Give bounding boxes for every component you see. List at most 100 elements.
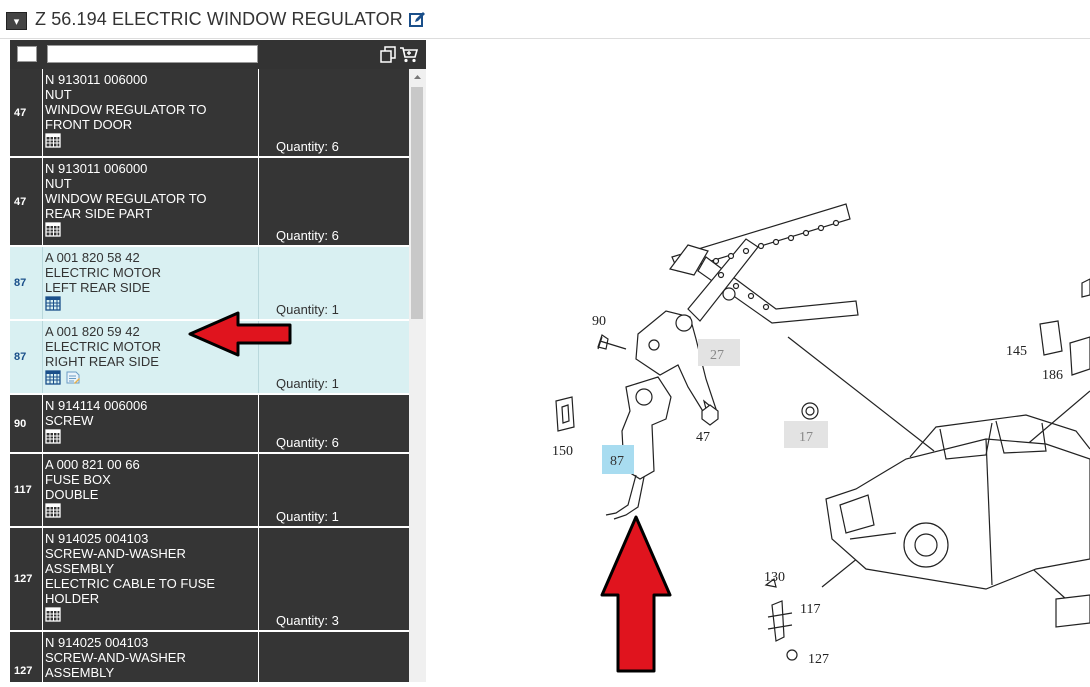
quantity-cell <box>258 632 409 682</box>
filter-input[interactable] <box>47 45 258 63</box>
position-number: 127 <box>10 632 43 682</box>
part-number[interactable]: N 913011 006000 <box>45 72 148 87</box>
callout-117[interactable]: 117 <box>800 602 820 617</box>
position-number: 87 <box>10 321 43 393</box>
description-line: SCREW <box>45 413 94 428</box>
collapse-toggle[interactable]: ▾ <box>6 12 27 30</box>
calendar-icon[interactable] <box>45 503 61 519</box>
row-icons <box>45 296 257 312</box>
row-icons <box>45 503 257 519</box>
svg-text:87: 87 <box>610 454 624 469</box>
page-header: ▾ Z 56.194 ELECTRIC WINDOW REGULATOR <box>0 0 1090 39</box>
calendar-icon[interactable] <box>45 222 61 238</box>
description-line: WINDOW REGULATOR TO <box>45 102 207 117</box>
description-line: LEFT REAR SIDE <box>45 280 151 295</box>
description-line: ELECTRIC MOTOR <box>45 265 162 280</box>
description-line: HOLDER <box>45 591 100 606</box>
callout-186[interactable]: 186 <box>1042 368 1063 383</box>
quantity-label: Quantity: 6 <box>276 228 339 243</box>
description-line: ASSEMBLY <box>45 665 115 680</box>
part-number[interactable]: A 001 820 59 42 <box>45 324 140 339</box>
exploded-diagram: 90 145 186 150 47 130 117 127 27 17 87 <box>426 39 1090 682</box>
part-number[interactable]: N 914025 004103 <box>45 531 149 546</box>
description-line: WINDOW REGULATOR TO <box>45 191 207 206</box>
row-icons <box>45 429 257 445</box>
red-arrow-up <box>600 515 672 673</box>
edit-icon[interactable] <box>409 11 426 28</box>
quantity-label: Quantity: 1 <box>276 376 339 391</box>
calendar-icon[interactable] <box>45 429 61 445</box>
scroll-thumb[interactable] <box>411 87 423 319</box>
callout-87[interactable]: 87 <box>602 445 634 474</box>
copy-icon[interactable] <box>380 46 397 63</box>
part-number[interactable]: N 913011 006000 <box>45 161 148 176</box>
scroll-up-arrow[interactable] <box>409 69 426 85</box>
scrollbar[interactable] <box>409 69 426 682</box>
description-line: FUSE BOX <box>45 472 111 487</box>
row-icons <box>45 133 257 149</box>
quantity-label: Quantity: 1 <box>276 302 339 317</box>
quantity-label: Quantity: 1 <box>276 509 339 524</box>
callout-150[interactable]: 150 <box>552 444 573 459</box>
callout-145[interactable]: 145 <box>1006 344 1027 359</box>
chevron-down-icon: ▾ <box>13 16 20 28</box>
svg-text:27: 27 <box>710 348 724 363</box>
part-number[interactable]: N 914114 006006 <box>45 398 148 413</box>
callout-47[interactable]: 47 <box>696 430 710 445</box>
description-line: NUT <box>45 87 72 102</box>
svg-text:17: 17 <box>799 430 813 445</box>
callout-27[interactable]: 27 <box>698 339 740 366</box>
parts-toolbar <box>10 40 426 68</box>
callout-17[interactable]: 17 <box>784 421 828 448</box>
quantity-label: Quantity: 6 <box>276 435 339 450</box>
note-icon[interactable] <box>65 370 81 386</box>
cart-icon[interactable] <box>399 46 419 63</box>
callout-90[interactable]: 90 <box>592 314 606 329</box>
callout-130[interactable]: 130 <box>764 570 785 585</box>
description-line: SCREW-AND-WASHER <box>45 650 186 665</box>
description-line: ASSEMBLY <box>45 561 115 576</box>
position-number: 90 <box>10 395 43 452</box>
quantity-cell: Quantity: 6 <box>258 69 409 156</box>
description-line: REAR SIDE PART <box>45 206 153 221</box>
quantity-cell: Quantity: 3 <box>258 528 409 630</box>
calendar-icon[interactable] <box>45 370 61 386</box>
part-number[interactable]: A 000 821 00 66 <box>45 457 140 472</box>
callout-127[interactable]: 127 <box>808 652 829 667</box>
description-line: FRONT DOOR <box>45 117 133 132</box>
quantity-cell: Quantity: 6 <box>258 158 409 245</box>
quantity-cell: Quantity: 1 <box>258 321 409 393</box>
calendar-icon[interactable] <box>45 296 61 312</box>
quantity-cell: Quantity: 6 <box>258 395 409 452</box>
page-title: Z 56.194 ELECTRIC WINDOW REGULATOR <box>35 9 403 29</box>
quantity-cell: Quantity: 1 <box>258 247 409 319</box>
row-icons <box>45 222 257 238</box>
select-all-checkbox[interactable] <box>17 46 37 62</box>
description-line: DOUBLE <box>45 487 99 502</box>
description-line: ELECTRIC CABLE TO FUSE <box>45 576 216 591</box>
calendar-icon[interactable] <box>45 133 61 149</box>
quantity-cell: Quantity: 1 <box>258 454 409 526</box>
calendar-icon[interactable] <box>45 607 61 623</box>
part-number[interactable]: A 001 820 58 42 <box>45 250 140 265</box>
part-number[interactable]: N 914025 004103 <box>45 635 149 650</box>
description-line: ELECTRIC MOTOR <box>45 339 162 354</box>
position-number: 47 <box>10 69 43 156</box>
